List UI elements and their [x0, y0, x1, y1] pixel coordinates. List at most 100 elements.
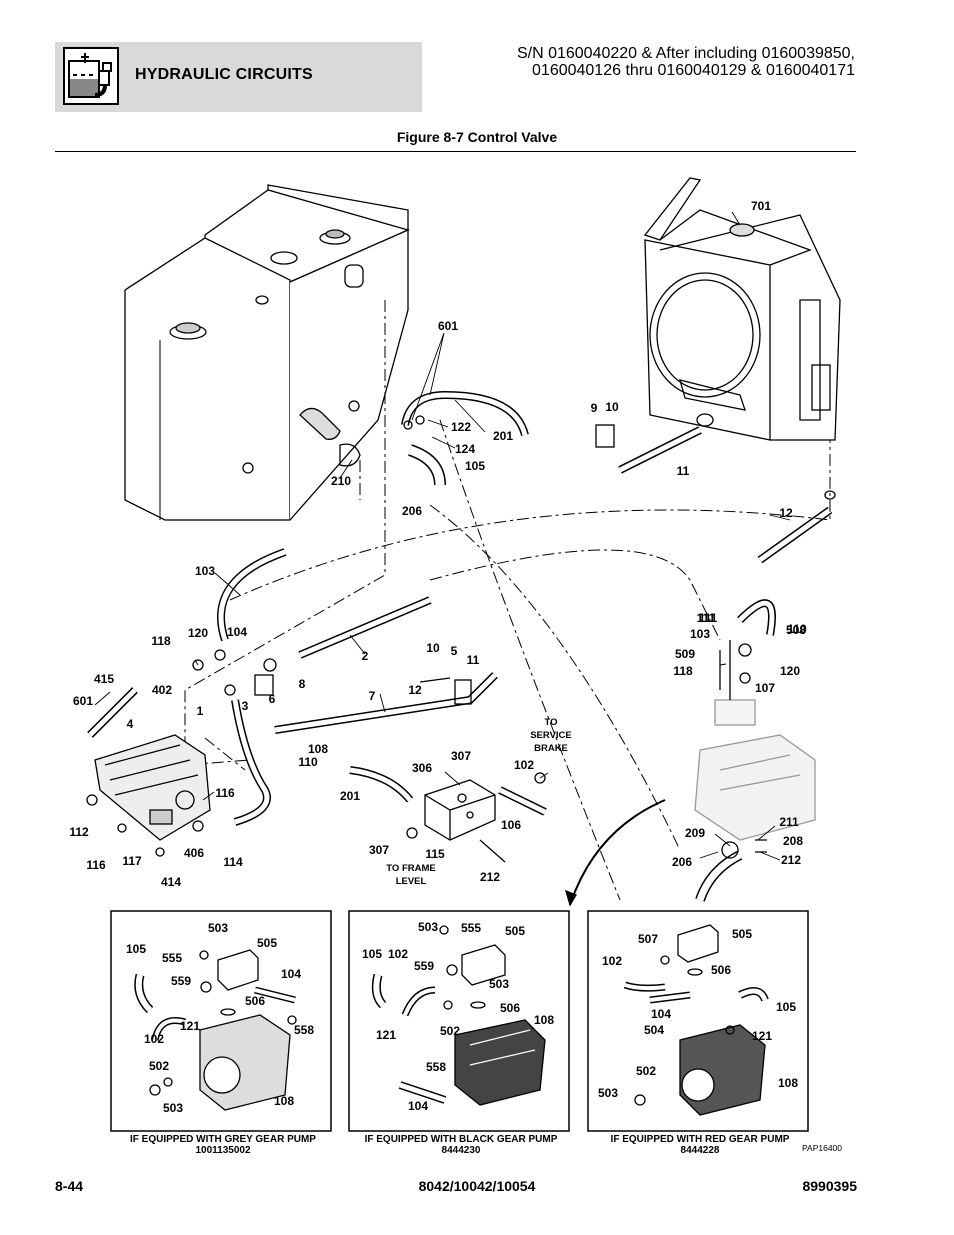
inset-callout-121: 121 — [376, 1028, 396, 1042]
callout-8: 8 — [299, 677, 306, 691]
callout-11: 11 — [677, 464, 690, 478]
callout-701: 701 — [751, 199, 771, 213]
inset-callout-558: 558 — [294, 1023, 314, 1037]
callout-406: 406 — [184, 846, 204, 860]
inset-callout-503: 503 — [208, 921, 228, 935]
hydraulic-tank-icon — [63, 47, 119, 105]
callout-206: 206 — [402, 504, 422, 518]
callout-4: 4 — [127, 717, 134, 731]
detail-arrow — [569, 799, 666, 906]
inset-callout-105: 105 — [362, 947, 382, 961]
caption-black-pump-pn: 8444230 — [441, 1145, 481, 1156]
drawing-id: PAP16400 — [802, 1143, 842, 1153]
inset-callout-555: 555 — [461, 921, 481, 935]
inset-grey-gear-pump — [110, 910, 332, 1132]
inset-callout-506: 506 — [500, 1001, 520, 1015]
inset-callout-506: 506 — [245, 994, 265, 1008]
callout-211: 211 — [779, 815, 799, 829]
callout-103: 103 — [195, 564, 215, 578]
detail-arrow-head — [565, 889, 577, 907]
inset-callout-505: 505 — [257, 936, 277, 950]
callout-508: 508 — [786, 623, 806, 637]
callout-5: 5 — [451, 644, 458, 658]
document-number: 8990395 — [802, 1178, 857, 1194]
section-title: HYDRAULIC CIRCUITS — [135, 66, 313, 83]
inset-callout-502: 502 — [149, 1059, 169, 1073]
callout-414: 414 — [161, 875, 181, 889]
hydraulic-tank — [124, 184, 410, 521]
callout-115: 115 — [425, 847, 445, 861]
callout-103: 103 — [690, 627, 710, 641]
callout-601: 601 — [438, 319, 458, 333]
inset-callout-108: 108 — [778, 1076, 798, 1090]
note-service-brake-1: TO — [544, 717, 557, 728]
callout-118: 118 — [151, 634, 171, 648]
callout-209: 209 — [685, 826, 705, 840]
callout-117: 117 — [122, 854, 142, 868]
inset-callout-121: 121 — [752, 1029, 772, 1043]
inset-callout-507: 507 — [638, 932, 658, 946]
callout-116: 116 — [86, 858, 106, 872]
callout-210: 210 — [331, 474, 351, 488]
callout-3: 3 — [242, 699, 249, 713]
oil-cooler — [643, 177, 841, 500]
inset-2-drawing — [371, 925, 546, 1106]
inset-callout-559: 559 — [414, 959, 434, 973]
callout-111: 111 — [699, 611, 718, 625]
callout-307: 307 — [451, 749, 471, 763]
caption-red-pump-pn: 8444228 — [680, 1145, 720, 1156]
callout-208: 208 — [783, 834, 803, 848]
inset-red-gear-pump — [587, 910, 809, 1132]
fittings — [86, 415, 767, 863]
callout-105: 105 — [465, 459, 485, 473]
callout-110: 110 — [298, 755, 318, 769]
header-divider — [55, 151, 856, 152]
main-pump-ghost — [694, 699, 816, 841]
inset-callout-502: 502 — [636, 1064, 656, 1078]
inset-callout-104: 104 — [281, 967, 301, 981]
hydraulic-hoses — [87, 390, 833, 902]
serial-range: S/N 0160040220 & After including 0160039… — [517, 45, 855, 79]
callout-201: 201 — [493, 429, 513, 443]
caption-red-pump: IF EQUIPPED WITH RED GEAR PUMP 8444228 — [588, 1134, 812, 1156]
callout-116: 116 — [215, 786, 235, 800]
inset-callout-503: 503 — [489, 977, 509, 991]
serial-line-1: S/N 0160040220 & After including 0160039… — [516, 45, 855, 62]
callout-402: 402 — [152, 683, 172, 697]
inset-1-drawing — [134, 949, 297, 1111]
callout-509: 509 — [675, 647, 695, 661]
callout-6: 6 — [269, 692, 276, 706]
callout-122: 122 — [451, 420, 471, 434]
inset-callout-503: 503 — [418, 920, 438, 934]
callout-1: 1 — [197, 704, 204, 718]
callout-306: 306 — [412, 761, 432, 775]
model-numbers: 8042/10042/10054 — [418, 1178, 536, 1194]
page-number: 8-44 — [55, 1178, 84, 1194]
inset-callout-108: 108 — [274, 1094, 294, 1108]
inset-3-drawing — [623, 924, 769, 1116]
callout-10: 10 — [426, 641, 440, 655]
callout-124: 124 — [455, 442, 475, 456]
note-service-brake-3: BRAKE — [534, 743, 568, 754]
inset-callout-503: 503 — [598, 1086, 618, 1100]
caption-grey-pump-pn: 1001135002 — [195, 1145, 251, 1156]
callout-102: 102 — [514, 758, 534, 772]
service-brake-manifold — [424, 779, 496, 841]
note-service-brake-2: SERVICE — [530, 730, 572, 741]
callout-104: 104 — [227, 625, 247, 639]
inset-callout-505: 505 — [505, 924, 525, 938]
callout-107: 107 — [755, 681, 775, 695]
callout-110: 110 — [787, 622, 807, 636]
note-frame-level-2: LEVEL — [396, 876, 427, 887]
leader-lines — [94, 211, 791, 861]
callout-11: 11 — [467, 653, 480, 667]
inset-callout-105: 105 — [126, 942, 146, 956]
callout-106: 106 — [501, 818, 521, 832]
caption-grey-pump-title: IF EQUIPPED WITH GREY GEAR PUMP — [130, 1134, 316, 1145]
inset-callout-104: 104 — [651, 1007, 671, 1021]
inset-callout-102: 102 — [144, 1032, 164, 1046]
callout-206: 206 — [672, 855, 692, 869]
